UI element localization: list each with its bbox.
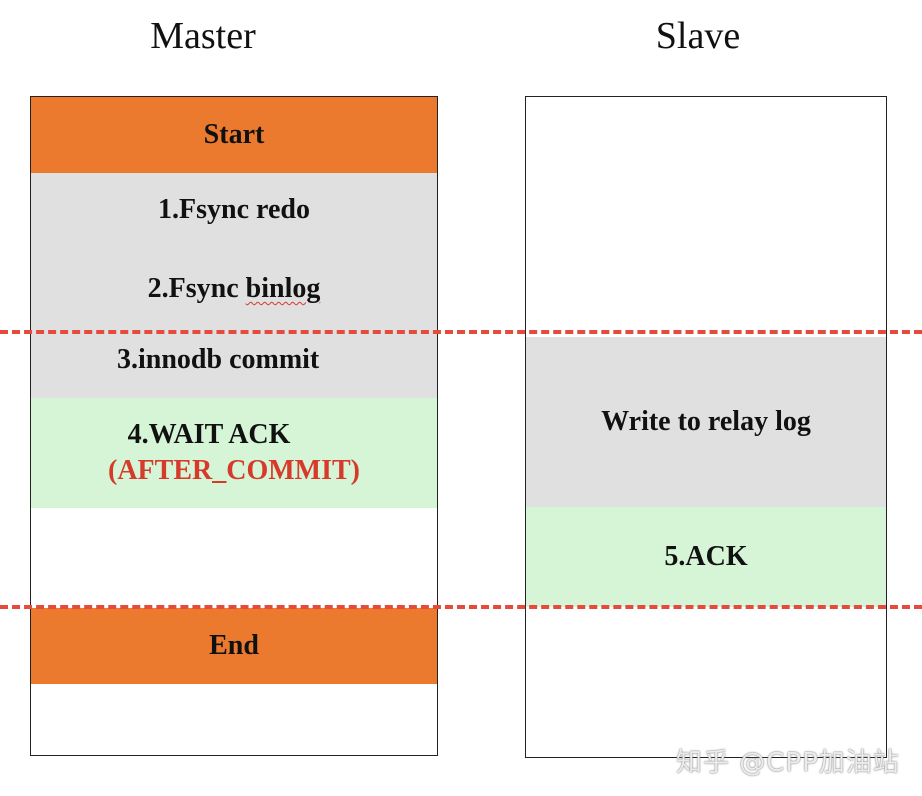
sync-boundary-upper [0,330,922,334]
wait-ack-block: 4.WAIT ACK (AFTER_COMMIT) [31,398,437,508]
slave-column: Write to relay log 5.ACK [525,96,887,758]
fsync-binlog-block: 2.Fsync binlog [31,246,437,332]
innodb-commit-label: 3.innodb commit [117,344,320,375]
fsync-redo-label: 1.Fsync redo [158,193,310,225]
fsync-redo-block: 1.Fsync redo [31,173,437,247]
master-column: Start 1.Fsync redo 2.Fsync binlog 3.inno… [30,96,438,756]
sync-boundary-lower [0,605,922,609]
relay-log-block: Write to relay log [526,337,886,507]
watermark: 知乎 @CPP加油站 [676,748,900,778]
start-block: Start [31,97,437,173]
binlog-word: binlog [245,273,321,304]
end-label: End [209,630,259,661]
fsync-binlog-prefix: 2.Fsync [147,273,246,304]
after-commit-label: (AFTER_COMMIT) [108,455,360,486]
ack-block: 5.ACK [526,507,886,607]
fsync-binlog-label: 2.Fsync binlog [148,273,321,305]
slave-heading: Slave [655,15,741,57]
wait-ack-label: 4.WAIT ACK [127,419,291,450]
master-heading: Master [150,15,256,57]
end-block: End [31,608,437,684]
start-label: Start [203,119,265,150]
innodb-commit-block: 3.innodb commit [31,332,437,398]
relay-log-label: Write to relay log [601,406,811,437]
ack-label: 5.ACK [664,541,748,572]
